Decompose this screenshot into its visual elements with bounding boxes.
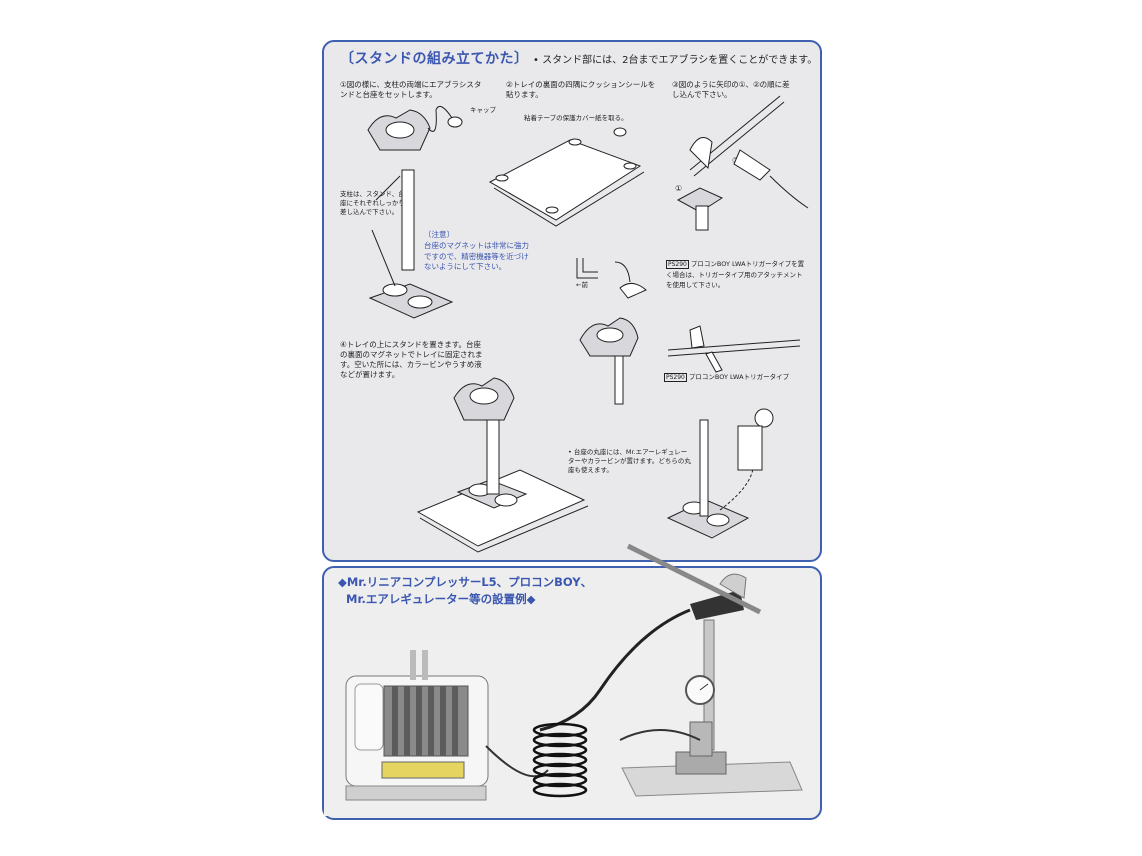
- tray-illustration: [488, 127, 645, 227]
- step-4-text: ④トレイの上にスタンドを置きます。台座の裏面のマグネットでトレイに固定されます。…: [340, 340, 483, 379]
- trigger-note-text: プロコンBOY LWAトリガータイプを置く場合は、トリガータイプ用のアタッチメン…: [666, 260, 805, 289]
- trigger-attachment-illustration: [576, 258, 647, 405]
- stand-head-illustration: [367, 105, 463, 151]
- cap-label: キャップ: [470, 106, 496, 114]
- assembly-title: 〔スタンドの組み立てかた〕: [340, 51, 529, 67]
- num-1-label: ①: [675, 184, 683, 193]
- pole-illustration: [401, 169, 415, 271]
- setup-photo-illustration: [324, 543, 816, 816]
- trigger-airbrush-illustration: [667, 325, 801, 373]
- front-label: ←前: [576, 281, 588, 289]
- assembly-subtitle: • スタンド部には、2台までエアブラシを置くことができます。: [533, 55, 818, 66]
- trigger-caption-code: PS290: [664, 373, 687, 382]
- regulator-note: • 台座の丸座には、Mr.エアーレギュレーターやカラービンが置けます。どちらの丸…: [568, 448, 691, 474]
- step-1-text: ①図の様に、支柱の両端にエアブラシスタンドと台座をセットします。: [340, 80, 482, 99]
- trigger-note-code: PS290: [666, 260, 689, 269]
- pole-note: 支柱は、スタンド、台座にそれぞれしっかり差し込んで下さい。: [340, 190, 405, 216]
- airbrush-insert-illustration: [676, 95, 809, 231]
- setup-title-line-1: ◆Mr.リニアコンプレッサーL5、プロコンBOY、: [338, 575, 593, 589]
- trigger-caption-text: プロコンBOY LWAトリガータイプ: [688, 373, 790, 381]
- caution-text: 台座のマグネットは非常に強力ですので、精密機器等を近づけないようにして下さい。: [424, 241, 529, 271]
- setup-title-line-2: Mr.エアレギュレーター等の設置例◆: [346, 592, 536, 606]
- stand-on-tray-illustration: [416, 377, 589, 553]
- step-3-text: ③図のように矢印の①、②の順に差し込んで下さい。: [672, 80, 790, 99]
- regulator-base-illustration: [666, 408, 774, 539]
- base-illustration: [368, 283, 454, 319]
- tape-label: 粘着テープの保護カバー紙を取る。: [524, 114, 628, 122]
- caution-heading: 〔注意〕: [424, 230, 454, 239]
- step-2-text: ②トレイの裏面の四隅にクッションシールを貼ります。: [506, 80, 656, 99]
